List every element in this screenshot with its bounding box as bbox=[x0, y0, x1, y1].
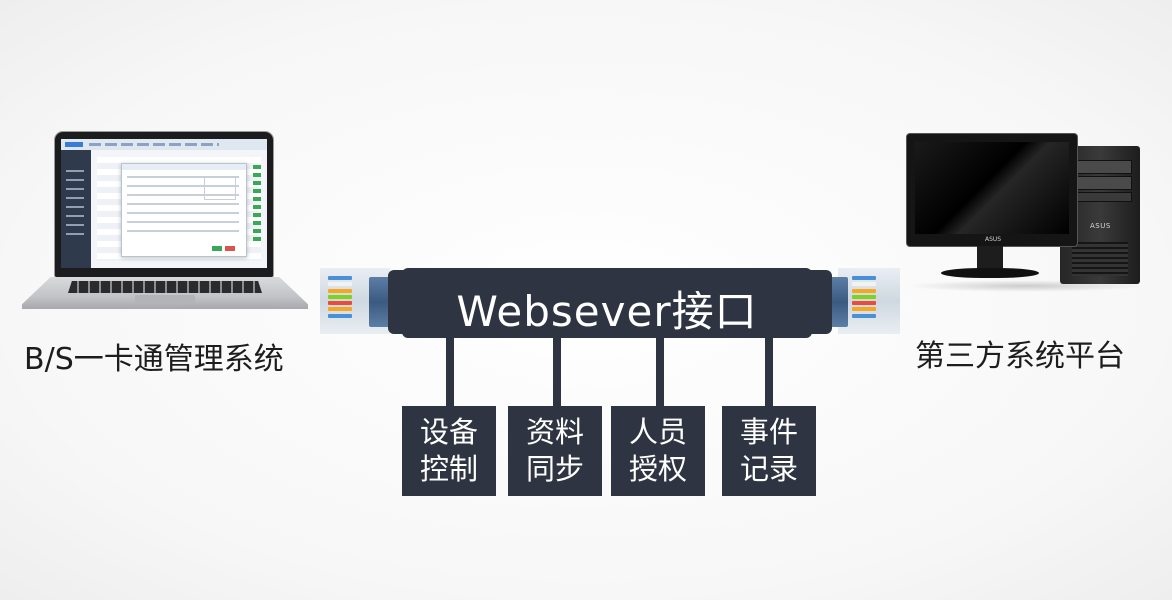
function-label-line1: 设备 bbox=[402, 414, 496, 451]
function-event-records: 事件 记录 bbox=[722, 406, 816, 496]
function-label-line1: 资料 bbox=[508, 414, 602, 451]
third-party-system-label: 第三方系统平台 bbox=[915, 331, 1125, 375]
laptop-illustration bbox=[22, 132, 308, 314]
screen-browser-bar bbox=[61, 139, 267, 150]
function-data-sync: 资料 同步 bbox=[508, 406, 602, 496]
cable-wire bbox=[852, 295, 876, 299]
connector-stem bbox=[553, 338, 561, 410]
cable-wires-left bbox=[328, 276, 352, 326]
desktop-computer-illustration: ASUS ASUS bbox=[905, 134, 1145, 294]
function-label-line2: 授权 bbox=[611, 451, 705, 488]
function-label-line2: 控制 bbox=[402, 451, 496, 488]
laptop-keyboard bbox=[68, 281, 262, 293]
monitor-brand-logo: ASUS bbox=[985, 236, 1001, 243]
cable-wire bbox=[328, 289, 352, 293]
cable-wire bbox=[328, 282, 352, 286]
function-label-line1: 事件 bbox=[722, 414, 816, 451]
interface-title: Websever接口 bbox=[402, 278, 812, 339]
function-device-control: 设备 控制 bbox=[402, 406, 496, 496]
connector-stem bbox=[765, 338, 773, 410]
function-label-line2: 记录 bbox=[722, 451, 816, 488]
cable-wire bbox=[852, 314, 876, 318]
cable-wire bbox=[852, 289, 876, 293]
laptop-lid bbox=[55, 132, 273, 277]
connector-stem bbox=[446, 338, 454, 410]
bs-system-label: B/S一卡通管理系统 bbox=[24, 334, 284, 378]
cable-wire bbox=[852, 307, 876, 311]
laptop-screen bbox=[61, 139, 267, 268]
laptop-trackpad bbox=[135, 295, 195, 303]
monitor-stand bbox=[941, 268, 1039, 278]
pc-monitor: ASUS bbox=[907, 134, 1077, 246]
tower-brand-logo: ASUS bbox=[1090, 222, 1111, 230]
cable-wire bbox=[328, 295, 352, 299]
cable-wire bbox=[328, 307, 352, 311]
function-personnel-authorization: 人员 授权 bbox=[611, 406, 705, 496]
screen-sidebar bbox=[61, 150, 91, 268]
function-label-line2: 同步 bbox=[508, 451, 602, 488]
cable-wires-right bbox=[852, 276, 876, 326]
screen-dialog bbox=[121, 163, 247, 257]
screen-status-column bbox=[253, 165, 261, 241]
cable-wire bbox=[852, 282, 876, 286]
function-label-line1: 人员 bbox=[611, 414, 705, 451]
cable-wire bbox=[328, 276, 352, 280]
webservice-interface-bar: Websever接口 bbox=[402, 268, 812, 338]
monitor-screen bbox=[915, 142, 1069, 234]
cable-wire bbox=[328, 301, 352, 305]
cable-wire bbox=[852, 276, 876, 280]
connector-stem bbox=[656, 338, 664, 410]
cable-wire bbox=[328, 314, 352, 318]
cable-wire bbox=[852, 301, 876, 305]
